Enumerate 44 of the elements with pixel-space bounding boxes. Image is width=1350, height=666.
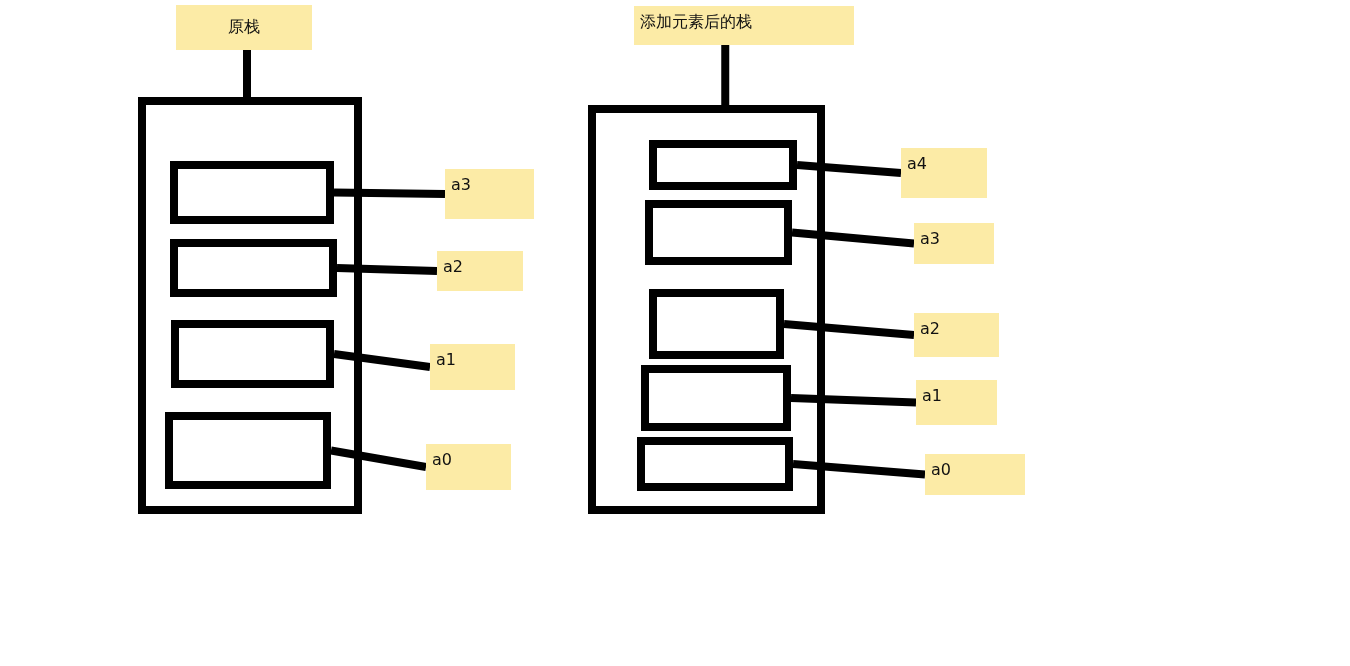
label-note: [914, 313, 999, 357]
stack-slot: [649, 140, 797, 190]
label-note: [901, 148, 987, 198]
connector-line: [783, 320, 915, 339]
label-note: [437, 251, 523, 291]
connector-line: [333, 350, 431, 371]
label-note: [925, 454, 1025, 495]
stack-slot: [645, 200, 792, 265]
stack-slot: [641, 365, 791, 431]
connector-line: [790, 394, 917, 407]
label-note: [426, 444, 511, 490]
label-note: [430, 344, 515, 390]
connector-line: [336, 264, 438, 275]
note-text: a3: [920, 229, 940, 248]
connector-line: [792, 460, 926, 479]
note-text: a2: [920, 319, 940, 338]
label-note: [914, 223, 994, 264]
connector-line: [333, 188, 446, 198]
label-note: [445, 169, 534, 219]
stack-slot: [649, 289, 784, 359]
stack-slot: [171, 320, 334, 388]
note-text: 原栈: [228, 17, 260, 38]
connector-line: [330, 446, 427, 471]
stack-slot: [170, 239, 337, 297]
note-text: 添加元素后的栈: [640, 12, 752, 33]
note-text: a0: [931, 460, 951, 479]
stack-slot: [165, 412, 331, 489]
note-text: a1: [922, 386, 942, 405]
note-text: a1: [436, 350, 456, 369]
connector-line: [796, 161, 902, 177]
stack-frame: [138, 97, 362, 514]
note-text: a3: [451, 175, 471, 194]
note-text: a4: [907, 154, 927, 173]
note-text: a2: [443, 257, 463, 276]
connector-line: [791, 228, 915, 248]
stack-slot: [637, 437, 793, 491]
connector-line: [243, 50, 251, 97]
label-note: [176, 5, 312, 50]
connector-line: [721, 45, 730, 105]
stack-frame: [588, 105, 825, 514]
stack-slot: [170, 161, 334, 224]
label-note: [916, 380, 997, 425]
label-note: [634, 6, 854, 45]
note-text: a0: [432, 450, 452, 469]
